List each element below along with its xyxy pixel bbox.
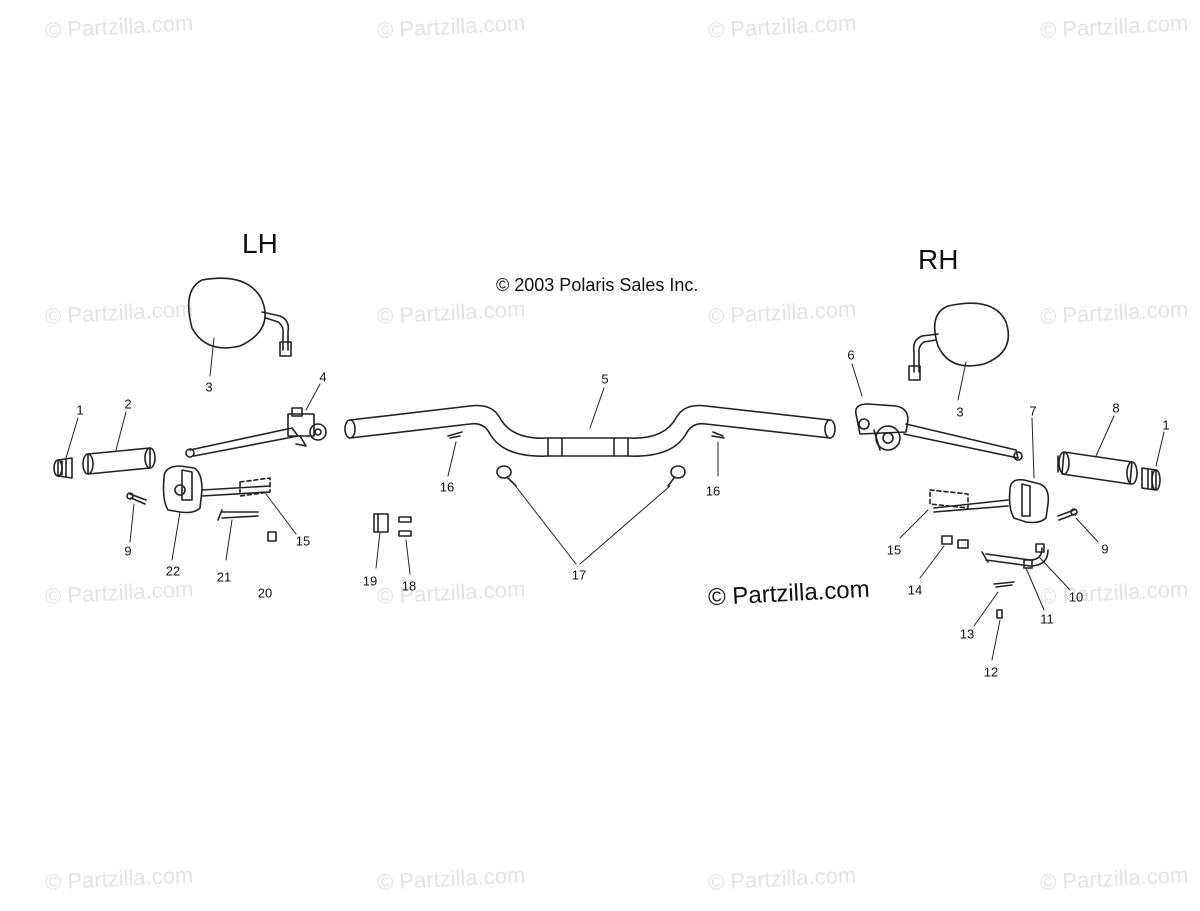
callout-7: 7 — [1029, 403, 1037, 419]
right-screw-part — [1057, 508, 1078, 521]
right-cable-tie-part — [667, 465, 686, 487]
left-grip-part — [82, 447, 156, 475]
leader-lines — [65, 337, 1165, 661]
screw-pair-part — [398, 516, 412, 537]
callout-21: 21 — [216, 569, 232, 585]
right-bolt-part — [996, 609, 1003, 619]
callout-3-left: 3 — [205, 379, 213, 395]
callout-14: 14 — [907, 582, 923, 598]
callout-5: 5 — [601, 371, 609, 387]
callout-3-right: 3 — [956, 404, 964, 420]
callout-15-left: 15 — [295, 533, 311, 549]
callout-9-right: 9 — [1101, 541, 1109, 557]
callout-19: 19 — [362, 573, 378, 589]
callout-4: 4 — [319, 369, 327, 385]
right-side-label: RH — [918, 244, 959, 275]
copyright-notice: © 2003 Polaris Sales Inc. — [496, 275, 699, 295]
right-master-cylinder-part — [854, 403, 1023, 461]
callout-13: 13 — [959, 626, 975, 642]
left-cable-part — [217, 509, 259, 521]
callout-11: 11 — [1040, 611, 1054, 627]
right-throttle-grip-part — [1057, 451, 1138, 485]
callout-6: 6 — [847, 347, 855, 363]
right-switch-housing-part — [933, 478, 1050, 524]
right-brake-line-part — [981, 543, 1049, 569]
callout-1-left: 1 — [76, 402, 84, 418]
left-small-part — [267, 531, 277, 542]
left-clamp-part — [447, 431, 463, 439]
callout-10: 10 — [1068, 589, 1084, 605]
right-bracket-part — [993, 581, 1015, 588]
callout-9-left: 9 — [124, 543, 132, 559]
right-fitting-part — [941, 535, 969, 549]
callout-15-right: 15 — [886, 542, 902, 558]
right-grip-end-part — [1141, 467, 1161, 491]
left-grip-end-part — [53, 457, 73, 479]
left-lever-part — [185, 407, 327, 458]
callout-18: 18 — [401, 578, 417, 594]
callout-16-left: 16 — [439, 479, 455, 495]
callout-20: 20 — [257, 585, 273, 601]
left-side-label: LH — [242, 228, 278, 259]
right-clamp-part — [711, 431, 725, 439]
left-switch-housing-part — [162, 465, 271, 514]
left-mirror-part — [187, 277, 292, 357]
callout-16-right: 16 — [705, 483, 721, 499]
left-cable-tie-part — [496, 465, 517, 487]
callout-12: 12 — [983, 664, 999, 680]
right-mirror-part — [908, 302, 1010, 381]
left-connector-part — [239, 477, 271, 497]
left-screw-part — [126, 492, 147, 505]
callout-1-right: 1 — [1162, 417, 1170, 433]
callout-22: 22 — [165, 563, 181, 579]
right-connector-part — [929, 489, 969, 509]
handlebar-part — [344, 404, 836, 457]
block-part — [373, 513, 389, 533]
callout-8: 8 — [1112, 400, 1120, 416]
callout-17: 17 — [571, 567, 587, 583]
callout-2: 2 — [124, 396, 132, 412]
